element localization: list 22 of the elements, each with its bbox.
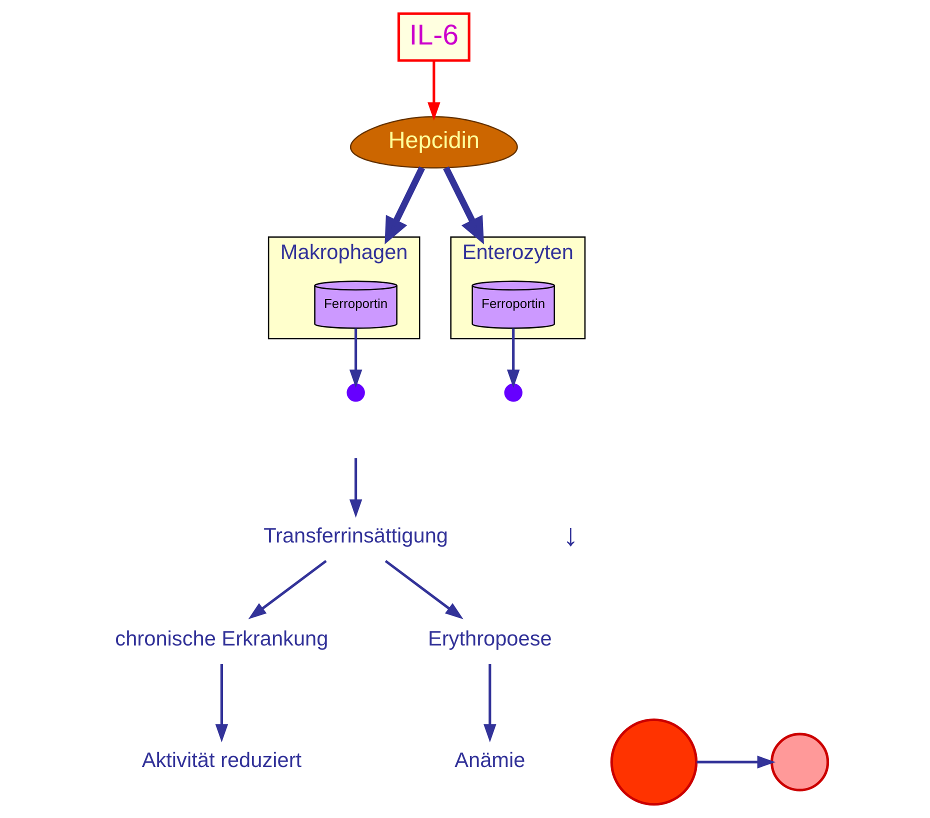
- arrow: [427, 60, 440, 121]
- arrow: [348, 328, 362, 388]
- node-label: ↓: [562, 518, 578, 553]
- arrow: [248, 560, 326, 620]
- arrow: [483, 664, 496, 742]
- node-circle: [610, 718, 698, 806]
- node-text: Transferrinsättigung: [263, 524, 448, 548]
- node-box: IL-6: [396, 12, 470, 62]
- arrow: [348, 458, 362, 518]
- node-text: chronische Erkrankung: [114, 627, 328, 650]
- node-text: Anämie: [454, 749, 525, 772]
- node-circle: [770, 732, 829, 792]
- arrow: [506, 328, 520, 388]
- node-circle: [504, 384, 522, 402]
- node-text: Erythropoese: [427, 627, 552, 650]
- arrow: [696, 756, 776, 768]
- arrow: [384, 166, 424, 244]
- node-circle: [346, 384, 364, 402]
- node-text: Aktivität reduziert: [141, 749, 302, 772]
- arrow: [384, 560, 463, 620]
- arrow: [442, 166, 484, 244]
- arrow: [214, 664, 228, 742]
